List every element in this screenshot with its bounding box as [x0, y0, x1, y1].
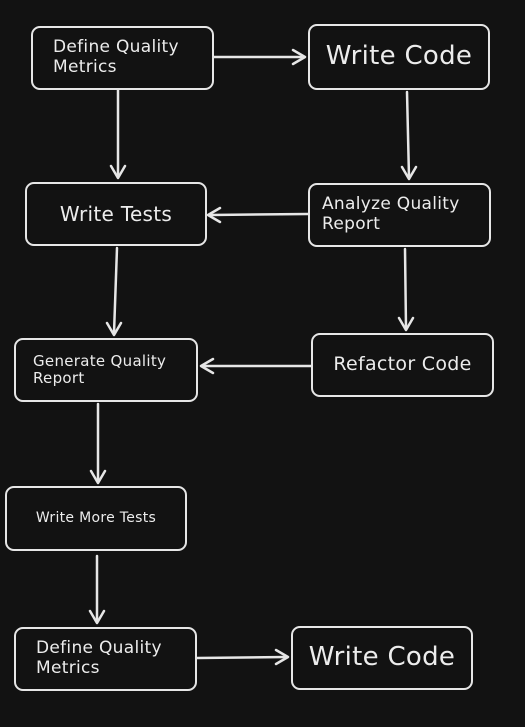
arrowhead-generate-report: [105, 321, 123, 337]
node-analyze-quality-report: Analyze Quality Report: [308, 183, 491, 247]
arrowhead-analyze-report: [400, 165, 418, 181]
arrowhead-write-tests-side: [206, 206, 222, 224]
arrowhead-generate-report-side: [199, 357, 215, 375]
node-write-more-tests: Write More Tests: [5, 486, 187, 551]
node-define-quality-metrics-bottom: Define Quality Metrics: [14, 627, 197, 691]
node-define-quality-metrics: Define Quality Metrics: [31, 26, 214, 90]
node-write-code-bottom: Write Code: [291, 626, 473, 690]
arrowhead-more-tests: [89, 469, 107, 485]
node-write-code: Write Code: [308, 24, 490, 90]
edge-define-metrics-to-write-code-bottom: [195, 655, 288, 660]
node-refactor-code: Refactor Code: [311, 333, 494, 397]
node-write-tests: Write Tests: [25, 182, 207, 246]
edge-analyze-report-to-write-tests: [208, 212, 310, 217]
arrowhead-write-code: [291, 48, 307, 66]
edge-write-tests-to-generate-report: [112, 246, 119, 335]
arrowhead-define-metrics-bottom: [88, 609, 106, 625]
node-generate-quality-report: Generate Quality Report: [14, 338, 198, 402]
arrowhead-write-code-bottom: [274, 648, 290, 666]
edge-analyze-report-to-refactor: [403, 247, 408, 330]
edge-write-code-to-analyze-report: [405, 90, 411, 179]
arrowhead-write-tests: [109, 164, 127, 180]
arrowhead-refactor: [397, 316, 415, 332]
